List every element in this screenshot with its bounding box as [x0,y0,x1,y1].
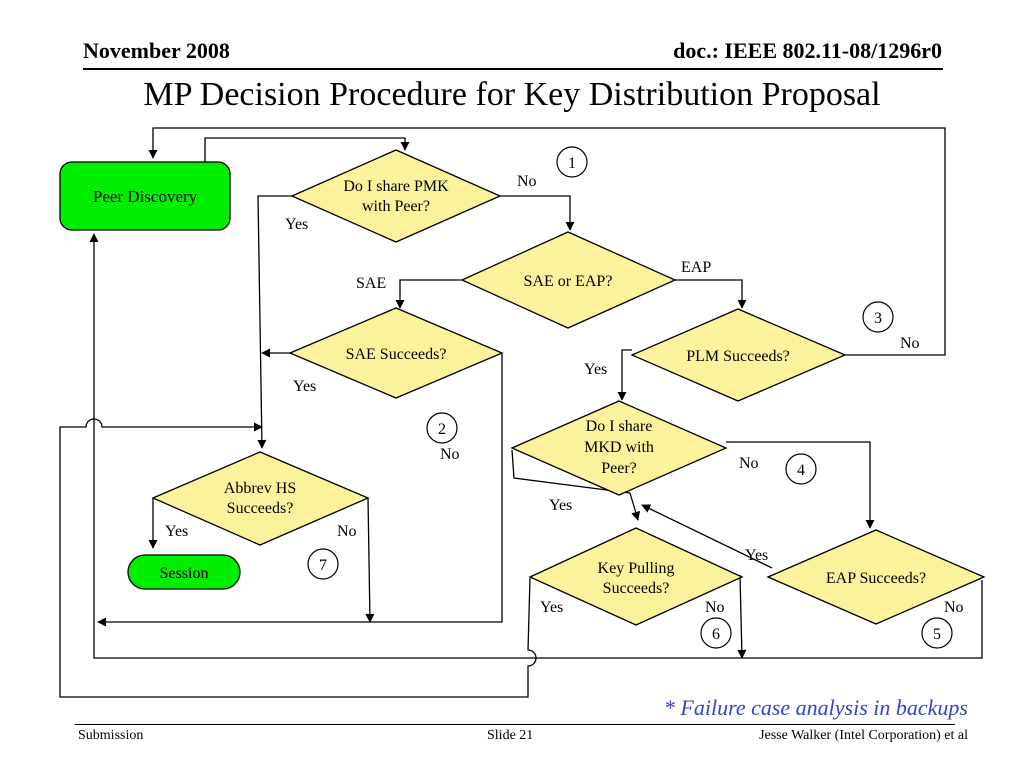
session-box [127,554,241,590]
share-pmk-line2: with Peer? [362,198,430,215]
edge-labels: No Yes SAE EAP No Yes Yes No No Yes Yes … [165,173,964,616]
edge-kp-no [737,574,747,659]
label-eap: EAP [681,259,711,276]
label-abbrev-no: No [337,523,357,540]
header-doc-id: doc.: IEEE 802.11-08/1296r0 [673,38,942,63]
session-label: Session [160,565,209,582]
marker-4-label: 4 [797,462,805,479]
node-eap-succeeds: EAP Succeeds? [766,529,986,625]
node-share-pmk: Do I share PMK with Peer? [290,149,502,243]
label-eap-no: No [944,599,964,616]
peer-discovery-label: Peer Discovery [93,187,198,206]
marker-5: 5 [921,617,953,649]
key-pulling-line2: Succeeds? [603,580,670,597]
footer-submission: Submission [78,728,144,743]
edge-plm-no [148,127,946,356]
abbrev-hs-line2: Succeeds? [227,500,294,517]
node-key-pulling: Key Pulling Succeeds? [528,527,744,626]
peer-discovery-box [59,161,231,231]
share-pmk-line1: Do I share PMK [343,178,449,195]
edge-eap-no [89,233,983,659]
label-plm-yes: Yes [584,361,607,378]
node-sae-or-eap: SAE or EAP? [460,231,677,329]
edge-plm-yes [617,349,632,401]
edge-kp-yes [59,418,537,698]
label-mkd-no: No [739,455,759,472]
label-mkd-yes: Yes [549,497,572,514]
failure-analysis-note: * Failure case analysis in backups [663,695,968,720]
node-session: Session [127,554,241,590]
share-mkd-line3: Peer? [601,460,637,477]
marker-2-label: 2 [438,421,446,438]
eap-succeeds-diamond [766,529,986,625]
marker-6-label: 6 [712,626,720,643]
share-mkd-diamond [510,400,728,496]
label-sae-no: No [440,446,460,463]
edge-sae [395,279,462,309]
marker-5-label: 5 [933,626,941,643]
node-share-mkd: Do I share MKD with Peer? [510,400,728,496]
edge-mkd-no [726,441,875,529]
node-abbrev-hs: Abbrev HS Succeeds? [151,451,370,546]
footer-slide-number: Slide 21 [487,728,534,743]
share-mkd-line2: MKD with [584,439,654,456]
edge-mkd-yes-b [629,492,641,521]
node-plm-succeeds: PLM Succeeds? [630,308,847,402]
share-pmk-diamond [290,149,502,243]
marker-7: 7 [307,548,339,580]
plm-succeeds-label: PLM Succeeds? [686,348,790,365]
edge-eap-yes [641,504,773,569]
edge-discovery-to-pmk [204,137,410,162]
label-kp-no: No [705,599,725,616]
marker-1: 1 [556,146,588,178]
label-sae-yes: Yes [293,378,316,395]
node-sae-succeeds: SAE Succeeds? [288,307,504,399]
sae-or-eap-diamond [460,231,677,329]
marker-4: 4 [785,453,817,485]
label-pmk-no: No [517,173,537,190]
eap-succeeds-label: EAP Succeeds? [826,570,926,587]
label-eap-yes: Yes [745,547,768,564]
edge-sae-no [97,353,503,627]
abbrev-hs-diamond [151,451,370,546]
header-rule [83,68,943,70]
edge-pmk-no [500,195,575,231]
edge-abbrev-no [365,497,375,623]
label-plm-no: No [900,335,920,352]
marker-1-label: 1 [568,155,576,172]
label-sae: SAE [356,275,386,292]
key-pulling-diamond [528,527,744,626]
marker-2: 2 [426,412,458,444]
label-pmk-yes: Yes [285,216,308,233]
footer-rule [75,724,955,725]
abbrev-hs-line1: Abbrev HS [224,480,296,497]
sae-succeeds-label: SAE Succeeds? [346,346,447,363]
edge-mkd-yes-a [511,449,631,494]
connectors [59,127,983,698]
marker-6: 6 [700,617,732,649]
marker-3: 3 [862,301,894,333]
node-peer-discovery: Peer Discovery [59,161,231,231]
edge-eap [675,279,747,309]
header-date: November 2008 [83,38,230,63]
key-pulling-line1: Key Pulling [598,560,675,577]
marker-3-label: 3 [874,310,882,327]
numbered-markers: 1 2 3 4 5 6 7 [307,146,953,649]
share-mkd-line1: Do I share [586,418,653,435]
label-abbrev-yes: Yes [165,523,188,540]
slide-title: MP Decision Procedure for Key Distributi… [143,76,881,113]
label-kp-yes: Yes [540,599,563,616]
marker-7-label: 7 [319,557,327,574]
edge-pmk-yes [257,195,292,449]
footer-author: Jesse Walker (Intel Corporation) et al [759,728,968,743]
sae-or-eap-label: SAE or EAP? [524,273,613,290]
sae-succeeds-diamond [288,307,504,399]
plm-succeeds-diamond [630,308,847,402]
